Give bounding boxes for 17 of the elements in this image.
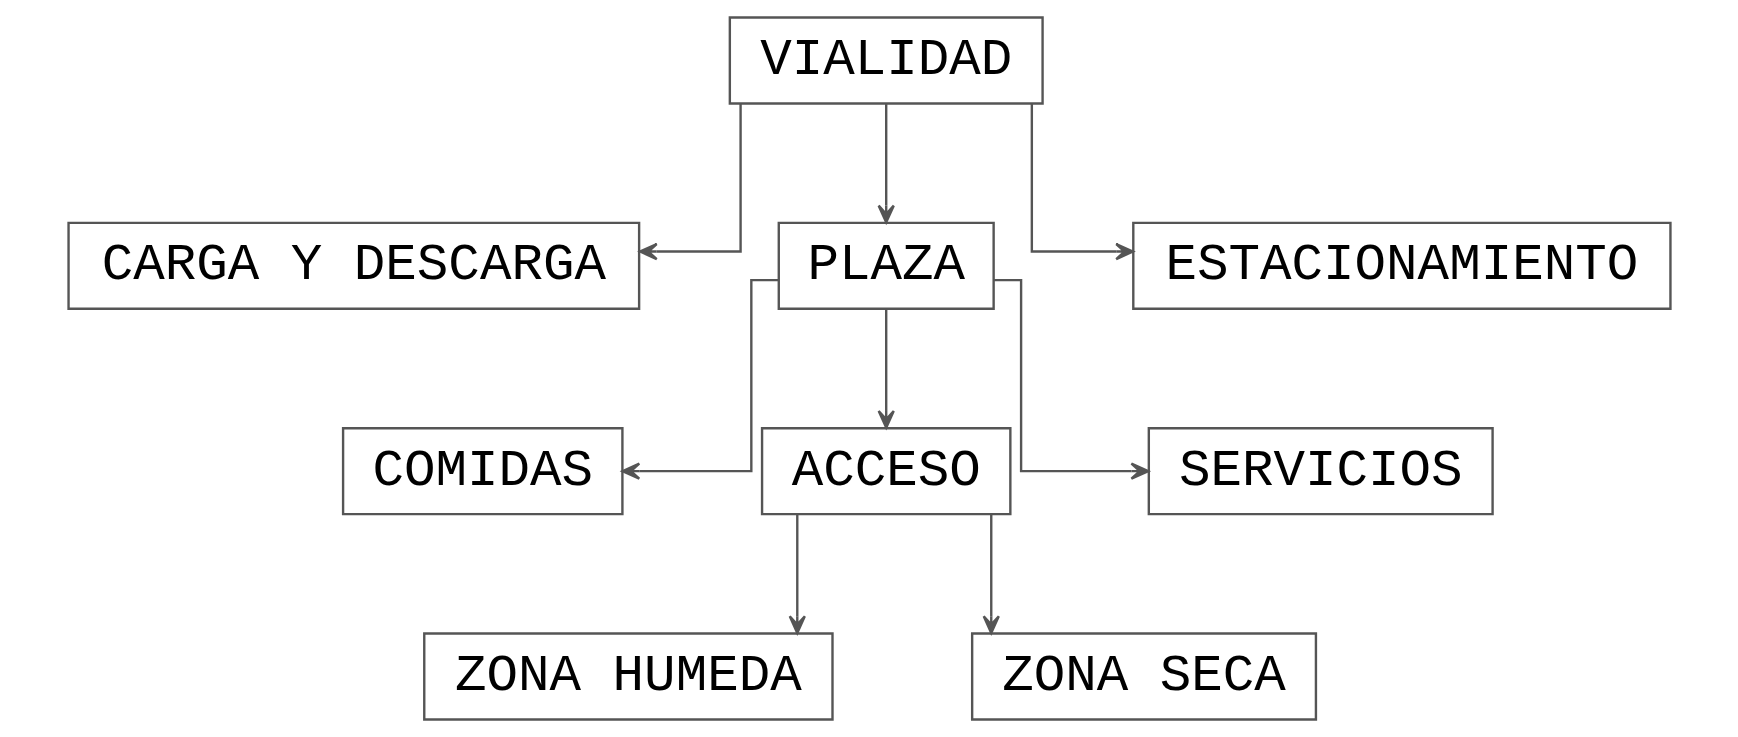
arrow: [982, 514, 1000, 635]
node-box: COMIDAS: [341, 427, 624, 516]
node-box: SERVICIOS: [1147, 427, 1494, 516]
arrow: [638, 103, 742, 261]
node-box: ESTACIONAMIENTO: [1131, 221, 1672, 310]
arrow: [993, 278, 1149, 480]
node-box: VIALIDAD: [728, 16, 1044, 105]
arrow: [620, 278, 779, 480]
arrow: [1030, 103, 1134, 261]
arrow: [877, 104, 895, 224]
node-box: PLAZA: [777, 221, 995, 310]
node-box: ZONA SECA: [970, 632, 1317, 721]
node-box: CARGA Y DESCARGA: [66, 221, 640, 310]
node-box: ZONA HUMEDA: [422, 632, 834, 721]
arrow: [877, 309, 895, 429]
arrow: [788, 514, 806, 635]
node-box: ACCESO: [760, 427, 1012, 516]
